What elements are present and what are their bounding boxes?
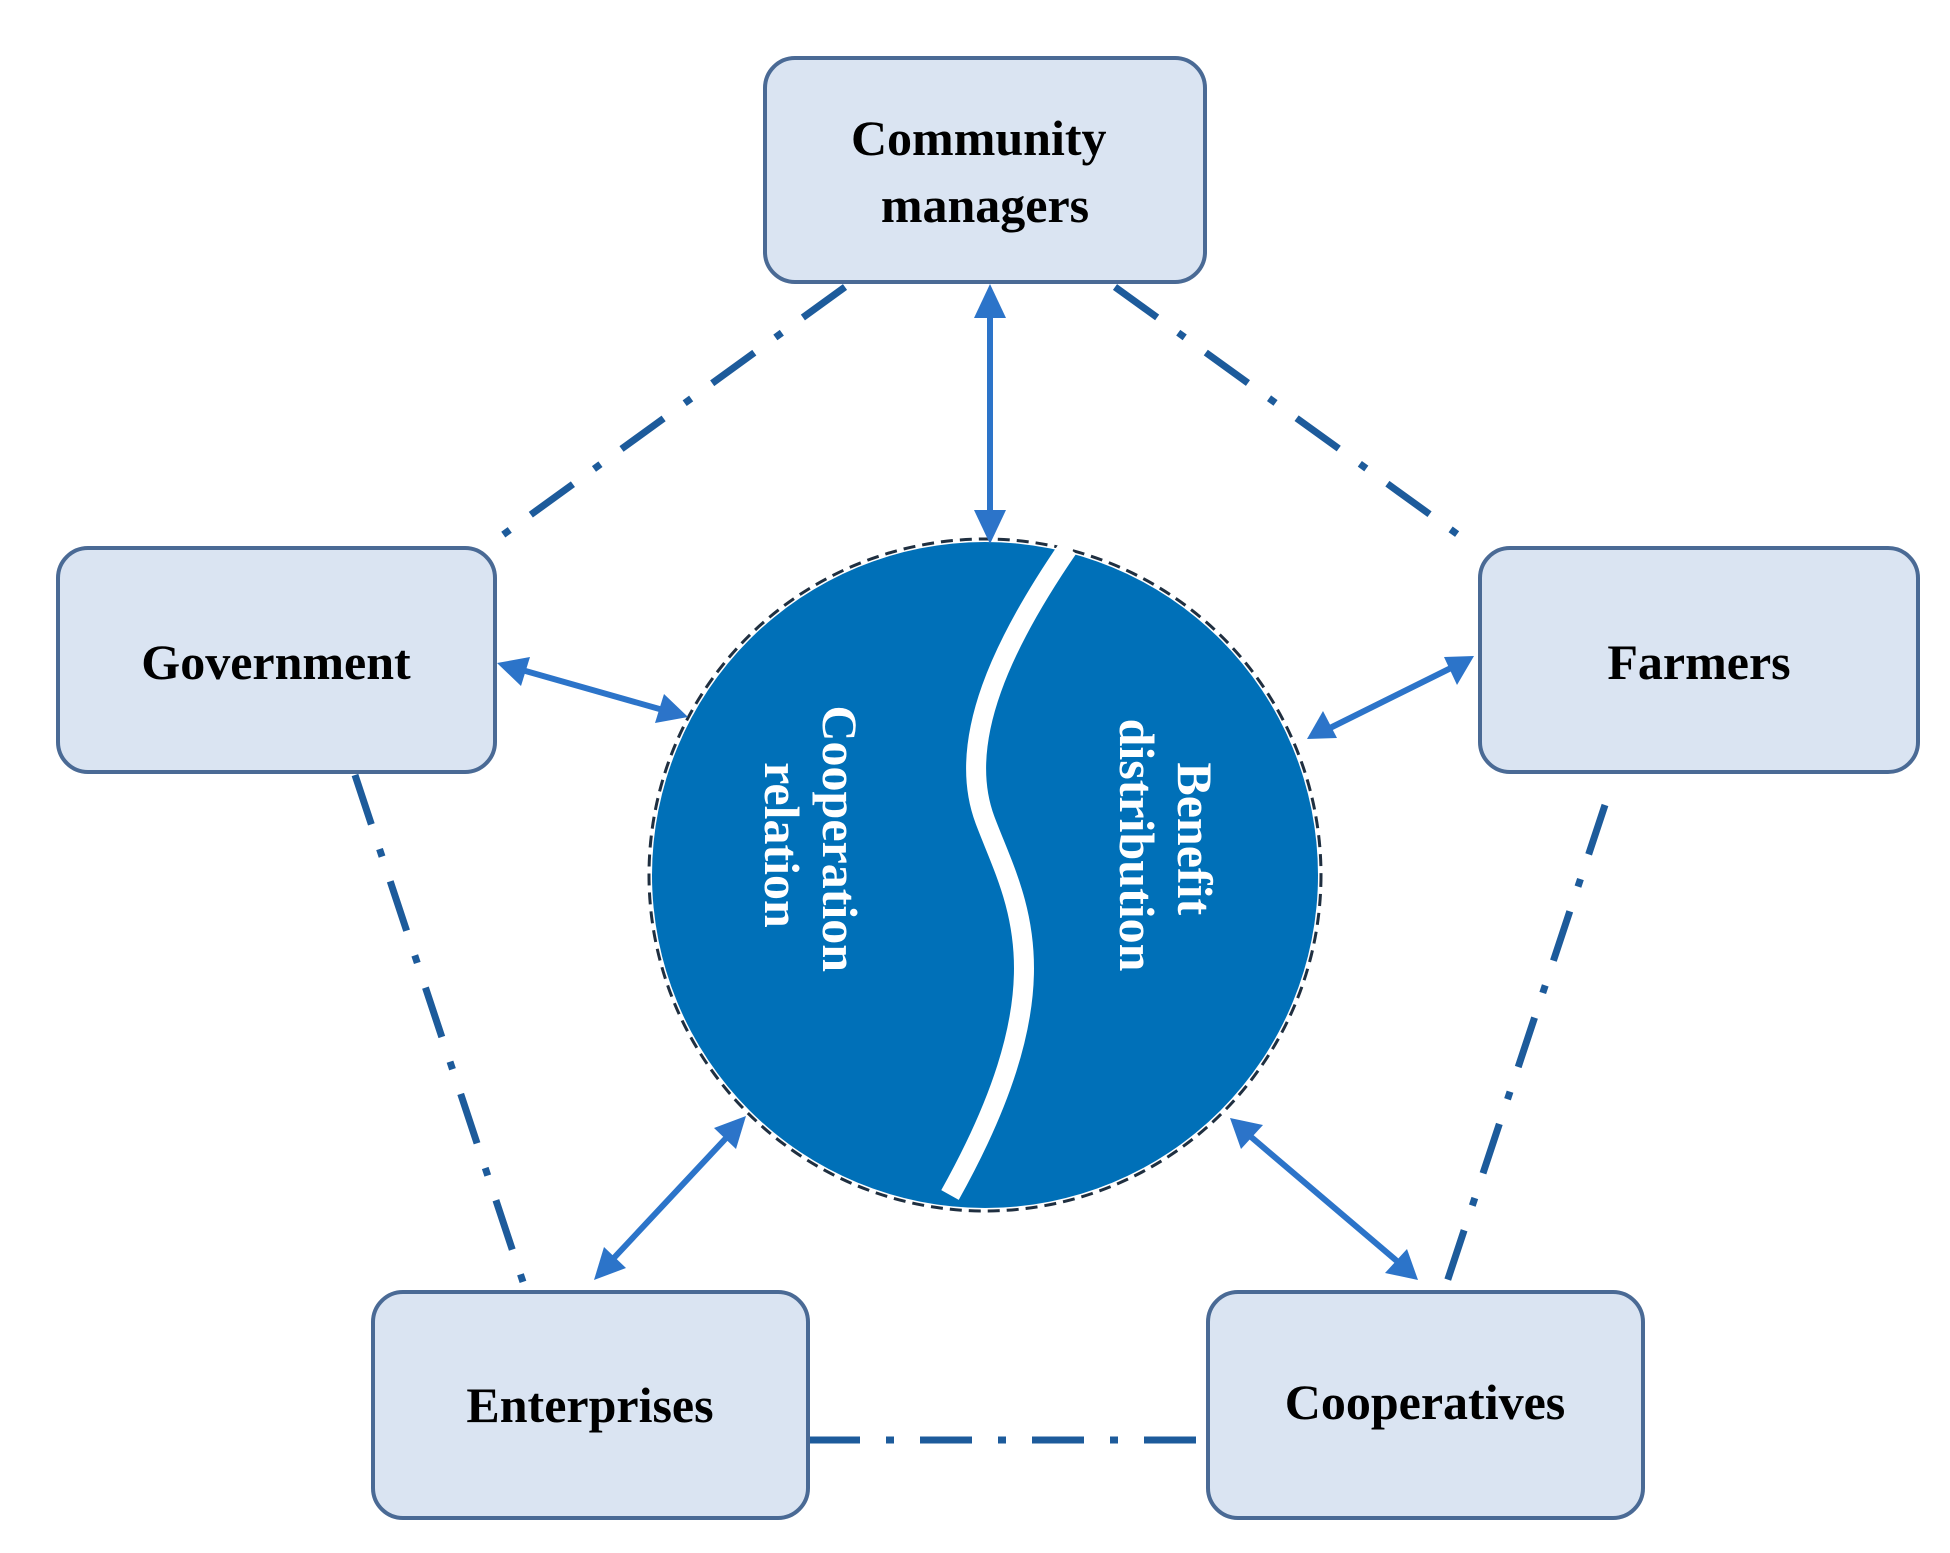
farmers-label: Farmers: [1607, 634, 1790, 690]
connector-community-government: [497, 284, 848, 540]
government-box: [56, 546, 497, 774]
center-circle-outline: [647, 537, 1323, 1213]
arrow-government-center: [497, 657, 688, 723]
cooperation-relation-label: Cooperation relation: [754, 705, 868, 984]
connector-government-enterprises: [351, 773, 529, 1290]
node-cooperatives: Cooperatives: [1206, 1290, 1645, 1520]
enterprises-label: Enterprises: [466, 1377, 713, 1433]
community-managers-line2: managers: [881, 177, 1089, 233]
government-label: Government: [141, 634, 411, 690]
arrow-cooperatives-center: [1230, 1118, 1418, 1280]
cooperatives-label: Cooperatives: [1285, 1374, 1566, 1430]
farmers-box: [1478, 546, 1920, 774]
community-managers-box: [763, 56, 1207, 284]
connector-community-farmers: [1112, 284, 1478, 550]
community-managers-label: Community managers: [851, 110, 1119, 233]
cooperatives-box: [1206, 1290, 1645, 1520]
enterprises-box: [371, 1290, 810, 1520]
benefit-distribution-line2: distribution: [1109, 719, 1165, 972]
arrow-enterprises-center: [594, 1116, 746, 1280]
connector-farmers-cooperatives: [1441, 803, 1609, 1290]
dashdot-connectors: [351, 284, 1609, 1444]
arrows: [497, 284, 1474, 1280]
node-community-managers: Community managers: [763, 56, 1207, 284]
cooperation-relation-line2: relation: [754, 762, 810, 928]
arrow-farmers-center: [1307, 656, 1474, 739]
benefit-distribution-line1: Benefit: [1167, 762, 1223, 915]
benefit-distribution-label: Benefit distribution: [1109, 719, 1223, 972]
cooperation-relation-line1: Cooperation: [812, 705, 868, 972]
node-enterprises: Enterprises: [371, 1290, 810, 1520]
community-managers-line1: Community: [851, 110, 1107, 166]
arrow-community-center: [974, 284, 1006, 544]
node-government: Government: [56, 546, 497, 774]
s-curve-divider: [941, 542, 1077, 1200]
center-circle-group: Cooperation relation Benefit distributio…: [647, 537, 1323, 1213]
node-farmers: Farmers: [1478, 546, 1920, 774]
center-circle: [652, 542, 1318, 1208]
